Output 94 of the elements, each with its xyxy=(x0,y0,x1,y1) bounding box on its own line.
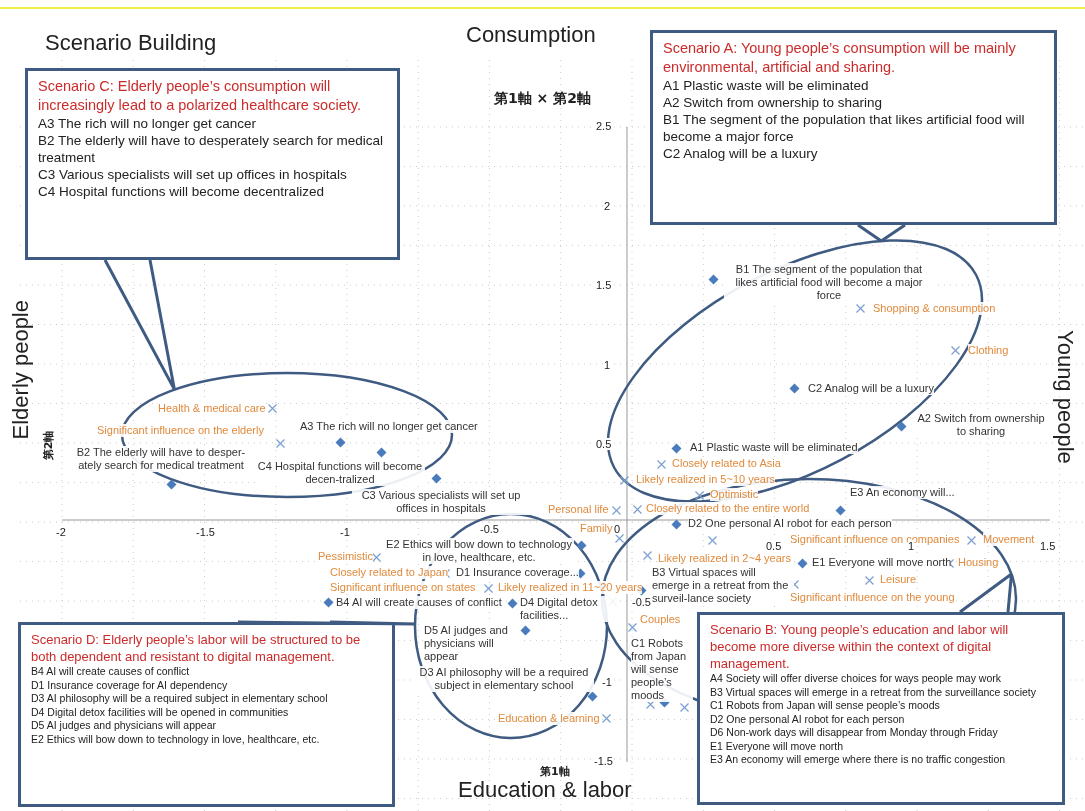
tick-label: -1.5 xyxy=(594,755,613,767)
axis-title: 第1軸 xyxy=(540,764,570,779)
data-label: D3 AI philosophy will be a required subject in elementary school xyxy=(414,666,594,692)
scenario-item: E1 Everyone will move north xyxy=(710,739,845,753)
scenario-item: D4 Digital detox facilities will be opened in communities xyxy=(31,705,290,719)
scenario-item: A4 Society will offer diverse choices for ways people may work xyxy=(710,672,1002,686)
callout-box xyxy=(25,68,400,260)
scenario-item: A3 The rich will no longer get cancer xyxy=(38,115,258,132)
category-label: Health & medical care xyxy=(158,402,266,415)
category-label: Education & learning xyxy=(498,712,600,725)
scenario-item: E3 An economy will emerge where there is no traffic congestion xyxy=(710,753,1007,767)
category-label: Significant influence on the young xyxy=(790,591,955,604)
tick-label: -1.5 xyxy=(196,526,215,538)
tick-label: 1.5 xyxy=(1040,540,1056,552)
data-label: C1 Robots from Japan will sense people’s moods xyxy=(631,637,693,702)
axis-pole-label: Education & labor xyxy=(458,777,632,803)
callout-pointer xyxy=(236,620,417,626)
data-label: A3 The rich will no longer get cancer xyxy=(300,420,478,433)
scenario-item: D5 AI judges and physicians will appear xyxy=(31,719,218,733)
category-label: Likely realized in 2~4 years xyxy=(658,552,791,565)
axis-pole-label: Young people xyxy=(1052,330,1078,464)
axis-title: 第2軸 xyxy=(41,430,57,461)
tick-label: -1 xyxy=(340,526,350,538)
category-label: Closely related to Asia xyxy=(672,457,781,470)
tick-label: 0.5 xyxy=(596,438,612,450)
scenario-item: D2 One personal AI robot for each person xyxy=(710,712,906,726)
chart-title: 第1軸 × 第2軸 xyxy=(494,90,591,108)
tick-label: 2 xyxy=(604,200,611,212)
data-label: E3 An economy will... xyxy=(850,486,955,499)
scenario-heading: Scenario C: Elderly people’s consumption will increasingly lead to a polarized healthcare society. xyxy=(38,77,362,115)
data-label: D1 Insurance coverage... xyxy=(456,566,579,579)
data-label: A1 Plastic waste will be eliminated xyxy=(690,441,858,454)
category-label: Leisure xyxy=(880,573,917,586)
tick-label: -2 xyxy=(56,526,66,538)
category-label: Personal life xyxy=(548,503,609,516)
title: Scenario Building xyxy=(45,30,217,56)
category-label: Likely realized in 11~20 years xyxy=(498,581,643,594)
category-label: Significant influence on the elderly xyxy=(97,424,264,437)
scenario-item: C4 Hospital functions will become decentralized xyxy=(38,183,325,200)
data-label: D5 AI judges and physicians will appear xyxy=(424,624,519,663)
category-label: Family xyxy=(580,522,613,535)
data-label: B4 AI will create causes of conflict xyxy=(336,596,502,609)
category-label: Shopping & consumption xyxy=(873,302,996,315)
data-label: C2 Analog will be a luxury xyxy=(808,382,934,395)
scenario-item: E2 Ethics will bow down to technology in love, healthcare, etc. xyxy=(31,732,321,746)
scenario-item: B2 The elderly will have to desperately search for medical treatment xyxy=(38,132,384,166)
tick-label: -0.5 xyxy=(480,523,499,535)
category-label: Closely related to the entire world xyxy=(646,502,810,515)
data-label: C3 Various specialists will set up offices in hospitals xyxy=(352,489,530,515)
axis-pole-label: Consumption xyxy=(466,22,596,48)
tick-label: 1 xyxy=(604,359,611,371)
scenario-item: D1 Insurance coverage for AI dependency xyxy=(31,678,229,692)
tick-label: 1.5 xyxy=(596,279,612,291)
data-label: E1 Everyone will move north xyxy=(812,556,952,569)
category-label: Optimistic xyxy=(710,488,759,501)
axis-pole-label: Elderly people xyxy=(8,300,34,440)
data-label: B1 The segment of the population that likes artificial food will become a major force xyxy=(724,263,934,302)
scenario-item: C3 Various specialists will set up offices in hospitals xyxy=(38,166,348,183)
scenario-item: C2 Analog will be a luxury xyxy=(663,145,819,162)
category-label: Clothing xyxy=(968,344,1009,357)
tick-label: -0.5 xyxy=(632,596,651,608)
scenario-item: B1 The segment of the population that likes artificial food will become a major force xyxy=(663,111,1026,145)
scenario-item: D3 AI philosophy will be a required subject in elementary school xyxy=(31,692,329,706)
scenario-heading: Scenario D: Elderly people’s labor will be structured to be both dependent and resistant to digital management. xyxy=(31,631,362,665)
callout-box xyxy=(18,622,395,807)
callout-pointer xyxy=(103,258,176,392)
scenario-item: A1 Plastic waste will be eliminated xyxy=(663,77,870,94)
data-label: D4 Digital detox facilities... xyxy=(520,596,620,622)
data-label: A2 Switch from ownership to sharing xyxy=(915,412,1047,438)
category-label: Likely realized in 5~10 years xyxy=(636,473,776,486)
scenario-heading: Scenario A: Young people’s consumption will be mainly environmental, artificial and sharing. xyxy=(663,39,1017,77)
scenario-item: B3 Virtual spaces will emerge in a retreat from the surveillance society xyxy=(710,685,1038,699)
category-label: Couples xyxy=(640,613,681,626)
scenario-item: D6 Non-work days will disappear from Monday through Friday xyxy=(710,726,999,740)
callout-box xyxy=(650,30,1057,225)
scenario-item: A2 Switch from ownership to sharing xyxy=(663,94,884,111)
category-label: Movement xyxy=(983,533,1035,546)
category-label: Housing xyxy=(958,556,999,569)
scenario-item: B4 AI will create causes of conflict xyxy=(31,665,191,679)
tick-label: 0 xyxy=(614,523,621,535)
callout-box xyxy=(697,612,1065,805)
data-label: C4 Hospital functions will become decen-tralized xyxy=(255,460,425,486)
data-label: E2 Ethics will bow down to technology in love, healthcare, etc. xyxy=(384,538,574,564)
data-label: D2 One personal AI robot for each person xyxy=(688,517,892,530)
category-label: Pessimistic xyxy=(318,550,373,563)
scenario-heading: Scenario B: Young people’s education and labor will become more diverse within the context of digital management. xyxy=(710,621,1010,672)
callout-pointer xyxy=(856,223,907,243)
scenario-item: C1 Robots from Japan will sense people’s moods xyxy=(710,699,941,713)
tick-label: 0.5 xyxy=(766,540,782,552)
tick-label: 2.5 xyxy=(596,120,612,132)
category-label: Closely related to Japan xyxy=(330,566,448,579)
category-label: Significant influence on states xyxy=(330,581,476,594)
callout-pointer xyxy=(958,572,1013,614)
tick-label: -1 xyxy=(602,676,612,688)
